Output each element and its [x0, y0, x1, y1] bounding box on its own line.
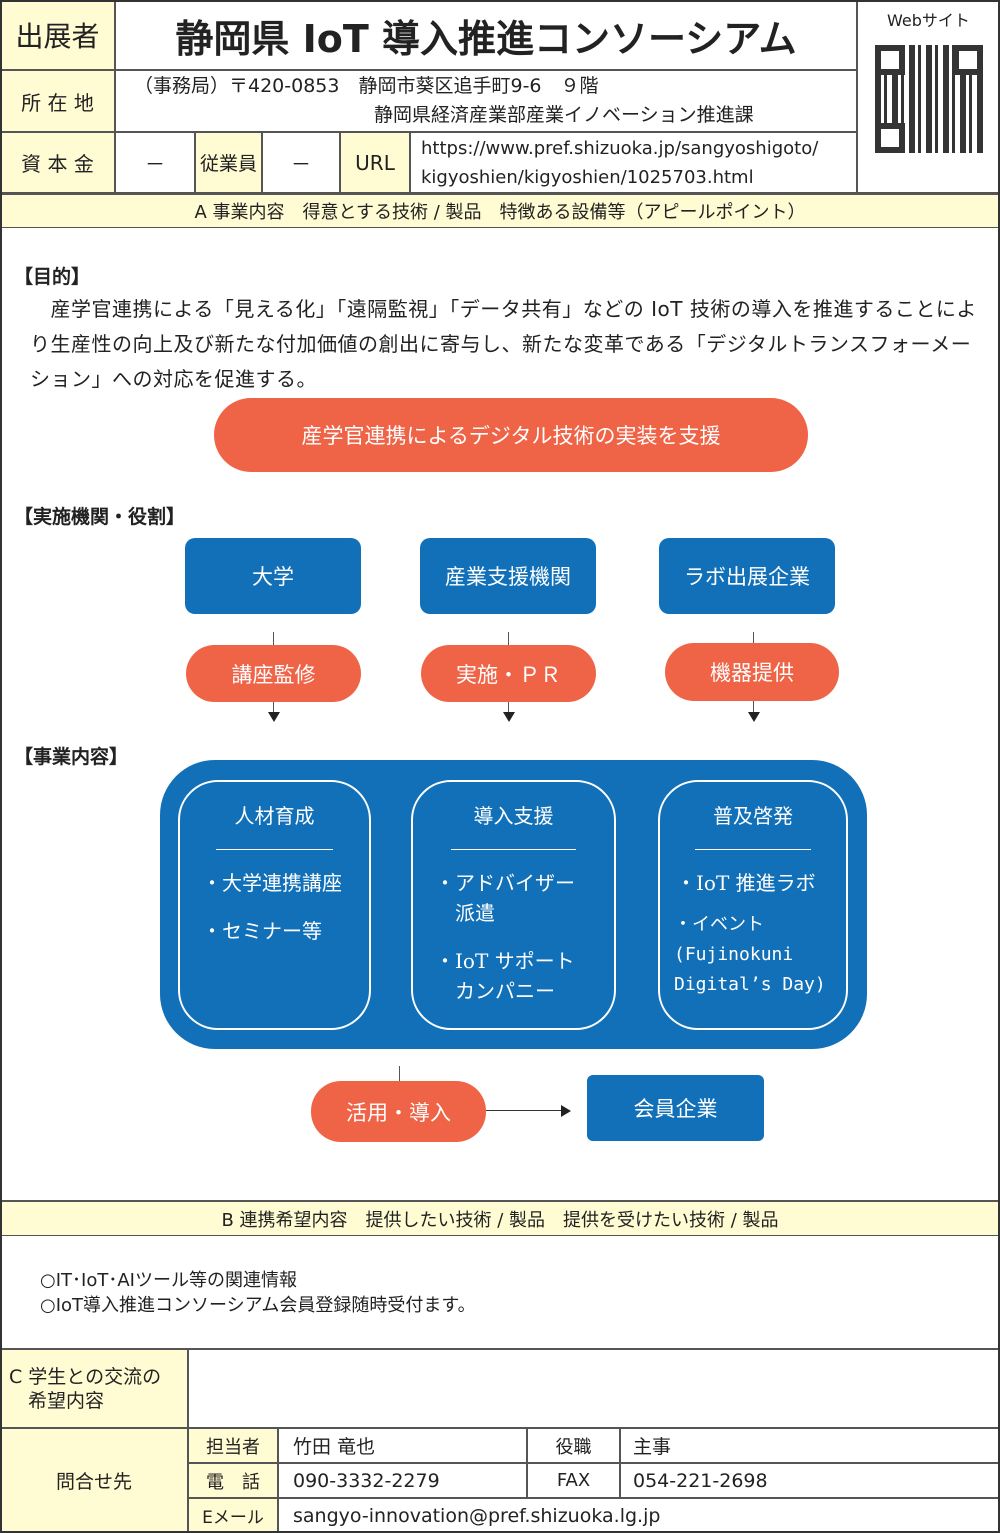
address-value: （事務局）〒420-0853 静岡市葵区追手町9-6 ９階 静岡県経済産業部産業…: [115, 70, 857, 132]
person-label: 担当者: [188, 1428, 278, 1463]
arrow-down-icon: [268, 712, 280, 722]
arrow-down-icon: [748, 712, 760, 722]
capital-value: －: [115, 132, 195, 193]
activity-title: 普及啓発: [713, 804, 793, 828]
support-banner: 産学官連携によるデジタル技術の実装を支援: [214, 398, 808, 472]
section-c-value: [188, 1348, 1000, 1428]
fax-label: FAX: [527, 1463, 620, 1498]
section-b-line: ○IT･IoT･AIツール等の関連情報: [40, 1270, 297, 1291]
activity-title: 導入支援: [473, 804, 554, 828]
activity-title: 人材育成: [234, 804, 315, 828]
website-cell: Webサイト: [857, 0, 1000, 193]
email-label: Eメール: [188, 1498, 278, 1533]
section-c-label: C 学生との交流の 希望内容: [0, 1348, 188, 1428]
position-value: 主事: [620, 1428, 1000, 1463]
url-label: URL: [340, 132, 410, 193]
use-adoption-pill: 活用・導入: [311, 1081, 486, 1142]
org-industry-support: 産業支援機関: [420, 538, 596, 614]
fax-value: 054-221-2698: [620, 1463, 1000, 1498]
url-line2[interactable]: kigyoshien/kigyoshien/1025703.html: [421, 166, 754, 188]
contact-label: 問合せ先: [0, 1428, 188, 1533]
activity-item: ・セミナー等: [202, 919, 322, 943]
exhibitor-label: 出展者: [0, 0, 115, 70]
section-a-header: A 事業内容 得意とする技術 / 製品 特徴ある設備等（アピールポイント）: [0, 193, 1000, 228]
email-value[interactable]: sangyo-innovation@pref.shizuoka.lg.jp: [278, 1498, 1000, 1533]
activity-item: ・大学連携講座: [202, 871, 342, 895]
phone-label: 電 話: [188, 1463, 278, 1498]
section-b-header: B 連携希望内容 提供したい技術 / 製品 提供を受けたい技術 / 製品: [0, 1200, 1000, 1236]
activity-adoption-support: 導入支援 ・アドバイザー 派遣 ・IoT サポート カンパニー: [411, 780, 616, 1030]
business-heading: 【事業内容】: [14, 746, 129, 768]
person-value: 竹田 竜也: [278, 1428, 527, 1463]
org-lab-exhibitors: ラボ出展企業: [659, 538, 835, 614]
employees-label: 従業員: [195, 132, 262, 193]
url-line1[interactable]: https://www.pref.shizuoka.jp/sangyoshigo…: [421, 137, 819, 159]
activity-hr-development: 人材育成 ・大学連携講座 ・セミナー等: [178, 780, 371, 1030]
website-label: Webサイト: [887, 11, 970, 30]
capital-label: 資 本 金: [0, 132, 115, 193]
purpose-heading: 【目的】: [14, 266, 91, 288]
arrow-right-icon: [561, 1105, 571, 1117]
roles-heading: 【実施機関・役割】: [14, 506, 186, 528]
address-line2: 静岡県経済産業部産業イノベーション推進課: [374, 104, 754, 126]
activity-awareness: 普及啓発 ・IoT 推進ラボ ・イベント (Fujinokuni Digital…: [658, 780, 848, 1030]
role-lab-exhibitors: 機器提供: [665, 643, 839, 701]
employees-value: －: [262, 132, 340, 193]
activity-item: ・IoT 推進ラボ: [676, 871, 816, 895]
section-b-content: ○IT･IoT･AIツール等の関連情報 ○IoT導入推進コンソーシアム会員登録随…: [40, 1268, 476, 1318]
address-label: 所 在 地: [0, 70, 115, 132]
org-university: 大学: [185, 538, 361, 614]
role-university: 講座監修: [186, 645, 361, 702]
position-label: 役職: [527, 1428, 620, 1463]
member-companies: 会員企業: [587, 1075, 764, 1141]
page-title: 静岡県 IoT 導入推進コンソーシアム: [115, 0, 857, 70]
qr-code-icon[interactable]: [874, 45, 983, 153]
purpose-text: 産学官連携による「見える化」「遠隔監視」「データ共有」などの IoT 技術の導入…: [30, 297, 977, 391]
url-link[interactable]: https://www.pref.shizuoka.jp/sangyoshigo…: [410, 132, 857, 193]
role-industry-support: 実施・ＰＲ: [421, 645, 596, 702]
activity-item: ・イベント (Fujinokuni Digital’s Day): [674, 914, 826, 995]
address-line1: （事務局）〒420-0853 静岡市葵区追手町9-6 ９階: [134, 75, 599, 97]
activities-container: [160, 760, 867, 1049]
section-b-line: ○IoT導入推進コンソーシアム会員登録随時受付ます。: [40, 1295, 476, 1316]
arrow-down-icon: [503, 712, 515, 722]
phone-value: 090-3332-2279: [278, 1463, 527, 1498]
activity-item: ・アドバイザー 派遣: [435, 871, 575, 925]
activity-item: ・IoT サポート カンパニー: [435, 949, 575, 1003]
